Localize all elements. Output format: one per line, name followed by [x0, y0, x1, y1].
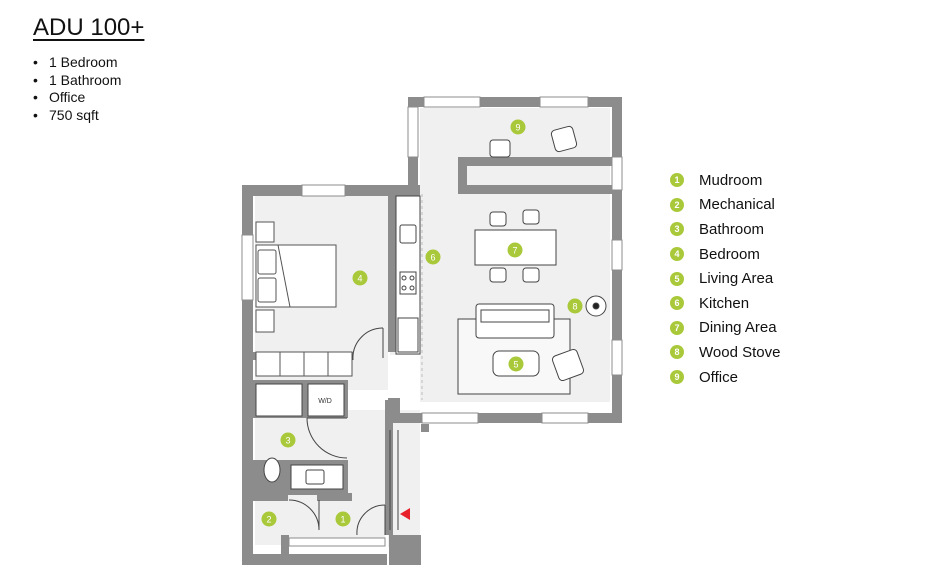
legend-marker: 6	[670, 296, 684, 311]
svg-text:3: 3	[285, 436, 290, 446]
entry-arrow-icon	[400, 508, 410, 520]
legend-marker: 8	[670, 345, 684, 360]
marker-mudroom: 1	[335, 511, 351, 527]
office-furniture	[489, 125, 578, 158]
legend-marker: 4	[670, 247, 684, 262]
svg-text:5: 5	[513, 360, 518, 370]
legend-label: Mechanical	[699, 196, 775, 214]
marker-living-area: 5	[508, 356, 524, 372]
bedroom-furniture	[255, 221, 353, 377]
spec-area: 750 sqft	[33, 107, 121, 125]
legend-item-mechanical: 2 Mechanical	[670, 193, 780, 218]
washer-dryer-label: W/D	[318, 398, 332, 405]
marker-bedroom: 4	[352, 270, 368, 286]
spec-office: Office	[33, 89, 121, 107]
legend-label: Dining Area	[699, 319, 777, 337]
marker-bathroom: 3	[280, 432, 296, 448]
spec-bathrooms: 1 Bathroom	[33, 72, 121, 90]
kitchen-counter	[395, 195, 421, 355]
svg-text:6: 6	[430, 253, 435, 263]
marker-kitchen: 6	[425, 249, 441, 265]
legend-marker: 1	[670, 173, 684, 188]
legend-label: Mudroom	[699, 171, 763, 189]
legend-item-dining-area: 7 Dining Area	[670, 316, 780, 341]
marker-dining-area: 7	[507, 242, 523, 258]
legend-item-bathroom: 3 Bathroom	[670, 217, 780, 242]
legend-item-office: 9 Office	[670, 365, 780, 390]
legend-marker: 9	[670, 370, 684, 385]
door-swings	[288, 327, 399, 536]
svg-text:8: 8	[572, 302, 577, 312]
living-furniture	[457, 295, 607, 395]
legend-label: Bathroom	[699, 220, 765, 238]
svg-text:9: 9	[515, 123, 520, 133]
svg-text:4: 4	[357, 274, 362, 284]
legend-marker: 2	[670, 197, 684, 212]
legend-item-living-area: 5 Living Area	[670, 266, 780, 291]
marker-wood-stove: 8	[567, 298, 583, 314]
legend-item-bedroom: 4 Bedroom	[670, 242, 780, 267]
specs-list: 1 Bedroom 1 Bathroom Office 750 sqft	[33, 54, 121, 124]
legend-label: Bedroom	[699, 245, 760, 263]
windows	[241, 96, 623, 547]
marker-mechanical: 2	[261, 511, 277, 527]
spec-bedrooms: 1 Bedroom	[33, 54, 121, 72]
legend-marker: 3	[670, 222, 684, 237]
legend-label: Kitchen	[699, 294, 750, 312]
legend-item-mudroom: 1 Mudroom	[670, 168, 780, 193]
legend-marker: 5	[670, 271, 684, 286]
legend-item-wood-stove: 8 Wood Stove	[670, 340, 780, 365]
legend-label: Wood Stove	[699, 343, 781, 361]
svg-text:7: 7	[512, 246, 517, 256]
legend-marker: 7	[670, 320, 684, 335]
room-markers: 1 2 3 4 5 6 7 8 9	[261, 119, 583, 527]
plan-title: ADU 100+	[33, 14, 145, 41]
marker-office: 9	[510, 119, 526, 135]
bathroom-fixtures	[255, 383, 345, 490]
legend-label: Office	[699, 368, 738, 386]
svg-text:2: 2	[266, 515, 271, 525]
legend-label: Living Area	[699, 270, 774, 288]
svg-text:1: 1	[340, 515, 345, 525]
dining-table-set	[474, 209, 557, 283]
legend-item-kitchen: 6 Kitchen	[670, 291, 780, 316]
